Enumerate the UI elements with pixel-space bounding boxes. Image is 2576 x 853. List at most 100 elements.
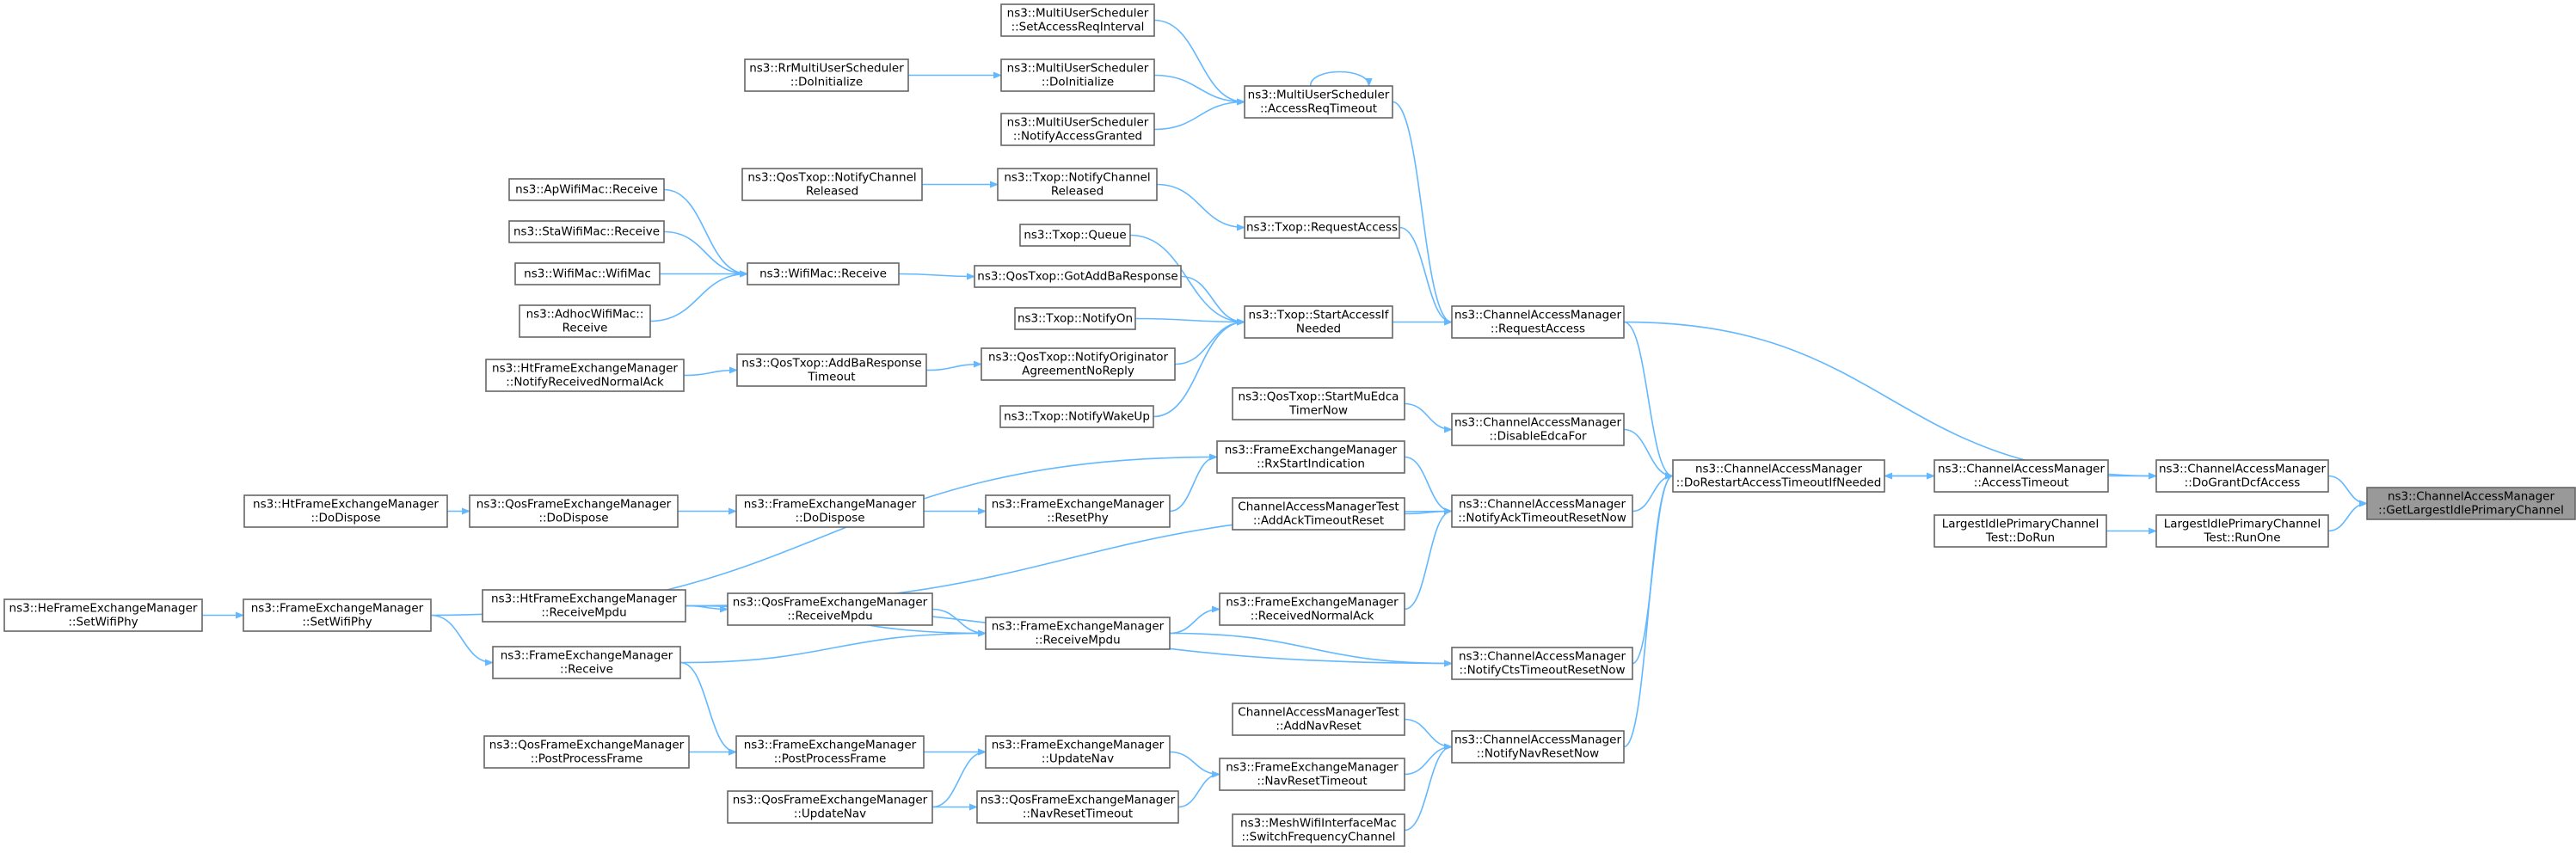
- edge-path: [1623, 321, 1674, 480]
- call-edge: [2327, 475, 2368, 507]
- node-box: [981, 347, 1176, 381]
- node-box: [1014, 307, 1136, 330]
- call-edge: [649, 270, 748, 322]
- function-node[interactable]: ns3::ApWifiMac::Receive: [508, 178, 665, 201]
- function-node[interactable]: ns3::HeFrameExchangeManager::SetWifiPhy: [3, 598, 203, 632]
- edge-path: [1404, 456, 1453, 515]
- edge-path: [1404, 743, 1453, 832]
- call-edge: [1180, 275, 1245, 326]
- call-edge: [1392, 101, 1453, 326]
- function-node[interactable]: ns3::ChannelAccessManager::NotifyNavRese…: [1451, 730, 1625, 764]
- function-node[interactable]: ns3::AdhocWifiMac::Receive: [519, 304, 651, 338]
- node-label: ns3::Txop::StartAccessIf: [1249, 309, 1390, 322]
- node-box: [1232, 497, 1405, 531]
- function-node[interactable]: ns3::Txop::RequestAccess: [1244, 216, 1400, 239]
- edge-path: [683, 366, 738, 377]
- function-node[interactable]: ns3::HtFrameExchangeManager::NotifyRecei…: [485, 359, 685, 392]
- function-node[interactable]: ns3::HtFrameExchangeManager::DoDispose: [243, 494, 448, 528]
- function-node[interactable]: ns3::FrameExchangeManager::UpdateNav: [985, 735, 1171, 769]
- function-node[interactable]: ns3::QosTxop::NotifyOriginatorAgreementN…: [981, 347, 1176, 381]
- function-node[interactable]: ns3::ChannelAccessManager::NotifyCtsTime…: [1451, 647, 1633, 680]
- call-edge: [1169, 605, 1220, 635]
- function-node[interactable]: ns3::QosFrameExchangeManager::NavResetTi…: [976, 790, 1179, 824]
- call-edge: [1404, 402, 1453, 433]
- call-edge: [2327, 500, 2368, 532]
- node-label: ns3::FrameExchangeManager: [1226, 761, 1399, 775]
- node-box: [727, 592, 933, 626]
- node-label: ns3::ChannelAccessManager: [1454, 309, 1622, 322]
- edge-layer: [202, 19, 2368, 832]
- node-box: [985, 617, 1171, 650]
- call-edge: [898, 273, 975, 280]
- node-label: ::DoRestartAccessTimeoutIfNeeded: [1676, 476, 1882, 490]
- function-node[interactable]: ns3::FrameExchangeManager::SetWifiPhy: [243, 598, 432, 632]
- node-label: ::DoInitialize: [1042, 76, 1114, 89]
- node-box: [735, 494, 925, 528]
- node-label: ns3::FrameExchangeManager: [1226, 596, 1399, 610]
- focus-function-node[interactable]: ns3::ChannelAccessManager::GetLargestIdl…: [2366, 487, 2576, 520]
- node-layer: ns3::ChannelAccessManager::GetLargestIdl…: [3, 3, 2576, 847]
- function-node[interactable]: ns3::FrameExchangeManager::NavResetTimeo…: [1219, 758, 1405, 791]
- function-node[interactable]: ChannelAccessManagerTest::AddAckTimeoutR…: [1232, 497, 1405, 531]
- node-label: ::DoDispose: [795, 512, 864, 525]
- node-label: ::SetWifiPhy: [68, 616, 138, 629]
- function-node[interactable]: ns3::StaWifiMac::Receive: [508, 220, 665, 243]
- function-node[interactable]: ns3::WifiMac::Receive: [747, 262, 900, 285]
- function-node[interactable]: ns3::FrameExchangeManager::ResetPhy: [985, 494, 1171, 528]
- node-box: [243, 598, 432, 632]
- function-node[interactable]: ns3::QosTxop::GotAddBaResponse: [974, 265, 1182, 288]
- edge-path: [430, 614, 494, 666]
- function-node[interactable]: ns3::Txop::Queue: [1019, 224, 1131, 247]
- node-label: ChannelAccessManagerTest: [1238, 500, 1399, 514]
- edge-path: [1153, 19, 1245, 106]
- function-node[interactable]: ns3::FrameExchangeManager::ReceiveMpdu: [985, 617, 1171, 650]
- node-label: ::PostProcessFrame: [774, 752, 887, 766]
- function-node[interactable]: ns3::Txop::NotifyOn: [1014, 307, 1136, 330]
- function-node[interactable]: ns3::ChannelAccessManager::AccessTimeout: [1934, 459, 2109, 493]
- function-node[interactable]: ns3::ChannelAccessManager::NotifyAckTime…: [1451, 494, 1633, 528]
- function-node[interactable]: ns3::Txop::NotifyWakeUp: [999, 405, 1154, 428]
- function-node[interactable]: ns3::FrameExchangeManager::PostProcessFr…: [735, 735, 925, 769]
- node-box: [1672, 459, 1885, 493]
- function-node[interactable]: ns3::MultiUserScheduler::AccessReqTimeou…: [1244, 85, 1393, 119]
- function-node[interactable]: ns3::FrameExchangeManager::RxStartIndica…: [1216, 440, 1405, 474]
- function-node[interactable]: ns3::QosFrameExchangeManager::UpdateNav: [727, 790, 933, 824]
- function-node[interactable]: ns3::QosFrameExchangeManager::DoDispose: [469, 494, 679, 528]
- function-node[interactable]: ns3::ChannelAccessManager::DoGrantDcfAcc…: [2155, 459, 2329, 493]
- function-node[interactable]: ns3::ChannelAccessManager::DoRestartAcce…: [1672, 459, 1885, 493]
- function-node[interactable]: ns3::WifiMac::WifiMac: [514, 262, 661, 285]
- function-node[interactable]: ns3::MeshWifiInterfaceMac::SwitchFrequen…: [1232, 813, 1405, 847]
- function-node[interactable]: ChannelAccessManagerTest::AddNavReset: [1232, 703, 1405, 736]
- function-node[interactable]: ns3::QosFrameExchangeManager::PostProces…: [483, 735, 690, 769]
- function-node[interactable]: ns3::FrameExchangeManager::ReceivedNorma…: [1219, 592, 1405, 626]
- function-node[interactable]: ns3::FrameExchangeManager::Receive: [492, 646, 681, 679]
- node-label: ::GetLargestIdlePrimaryChannel: [2378, 504, 2564, 518]
- node-label: ns3::MultiUserScheduler: [1007, 116, 1149, 130]
- function-node[interactable]: ns3::ChannelAccessManager::RequestAccess: [1451, 305, 1625, 339]
- function-node[interactable]: ns3::ChannelAccessManager::DisableEdcaFo…: [1451, 413, 1625, 446]
- function-node[interactable]: ns3::RrMultiUserScheduler::DoInitialize: [744, 58, 909, 92]
- call-edge: [925, 360, 982, 371]
- node-box: [1451, 305, 1625, 339]
- node-label: ::ResetPhy: [1047, 512, 1109, 525]
- function-node[interactable]: ns3::MultiUserScheduler::NotifyAccessGra…: [1000, 113, 1155, 146]
- edge-path: [1404, 402, 1453, 433]
- node-label: ns3::QosFrameExchangeManager: [733, 596, 928, 610]
- function-node[interactable]: ns3::MultiUserScheduler::DoInitialize: [1000, 58, 1155, 92]
- function-node[interactable]: ns3::MultiUserScheduler::SetAccessReqInt…: [1000, 3, 1155, 37]
- node-box: [1000, 58, 1155, 92]
- function-node[interactable]: ns3::QosFrameExchangeManager::ReceiveMpd…: [727, 592, 933, 626]
- edge-path: [1623, 472, 1674, 748]
- function-node[interactable]: ns3::FrameExchangeManager::DoDispose: [735, 494, 925, 528]
- node-box: [2155, 459, 2329, 493]
- node-label: ::NotifyNavResetNow: [1477, 747, 1599, 761]
- function-node[interactable]: ns3::HtFrameExchangeManager::ReceiveMpdu: [482, 589, 686, 623]
